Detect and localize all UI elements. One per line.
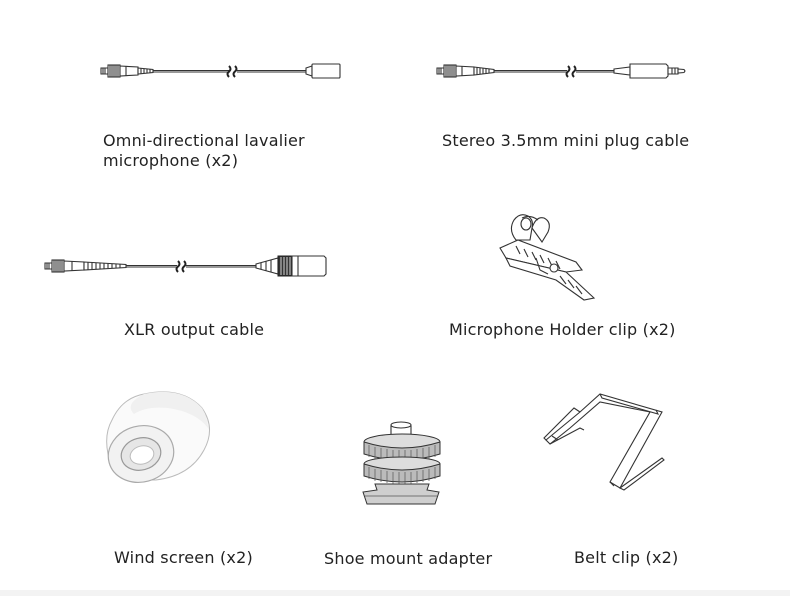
- stereo-cable-label: Stereo 3.5mm mini plug cable: [442, 131, 690, 150]
- belt-clip-illustration: [540, 388, 670, 496]
- holder-clip-illustration: [496, 210, 596, 305]
- holder-clip-label: Microphone Holder clip (x2): [449, 320, 676, 339]
- shoe-mount-illustration: [355, 420, 451, 516]
- wind-screen-illustration: [104, 388, 214, 488]
- xlr-cable-label: XLR output cable: [124, 320, 265, 339]
- lavalier-label-line1: Omni-directional lavalier: [103, 131, 305, 150]
- bottom-edge: [0, 590, 790, 596]
- wind-screen-label: Wind screen (x2): [114, 548, 253, 567]
- lavalier-microphone-illustration: [98, 58, 348, 84]
- stereo-cable-illustration: [434, 58, 694, 84]
- lavalier-label-line2: microphone (x2): [103, 151, 239, 170]
- lavalier-label: Omni-directional lavalier microphone (x2…: [103, 131, 305, 171]
- xlr-cable-illustration: [42, 250, 337, 282]
- shoe-mount-label: Shoe mount adapter: [324, 549, 493, 568]
- belt-clip-label: Belt clip (x2): [574, 548, 679, 567]
